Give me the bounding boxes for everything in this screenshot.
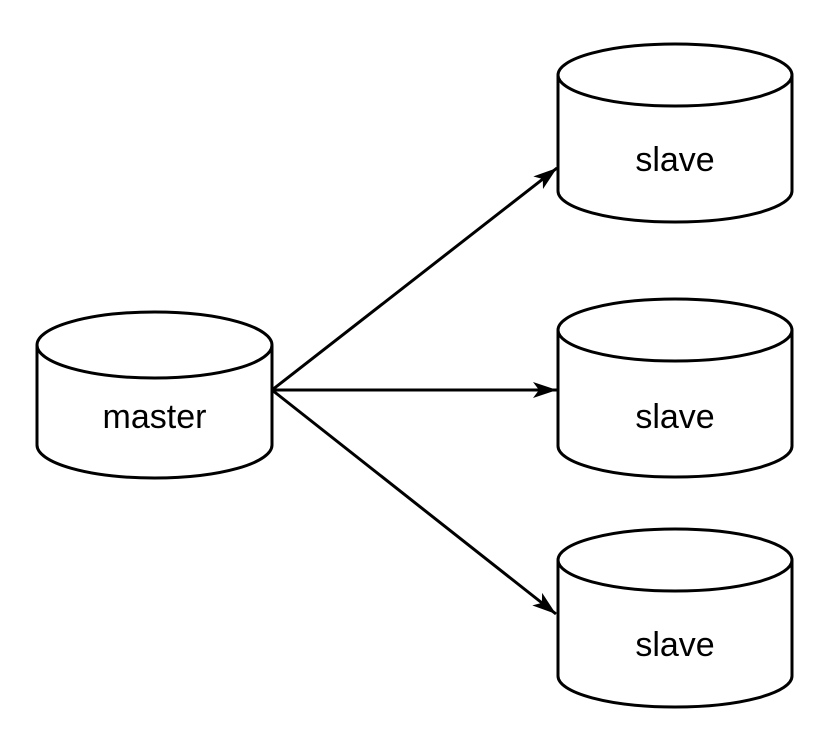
database-cylinder-icon — [556, 330, 794, 479]
edge-master-to-slave-1 — [271, 166, 558, 392]
database-cylinder-top-icon — [35, 310, 274, 380]
database-cylinder-icon — [35, 345, 274, 480]
database-cylinder-top-icon — [556, 42, 794, 108]
slave-2-label: slave — [635, 398, 714, 436]
edge-master-to-slave-3 — [271, 388, 557, 616]
node-master: master — [35, 310, 274, 480]
slave-1-label: slave — [635, 141, 714, 179]
node-slave-3: slave — [556, 527, 794, 709]
master-label: master — [103, 398, 207, 436]
database-cylinder-icon — [556, 560, 794, 709]
node-slave-1: slave — [556, 42, 794, 224]
database-cylinder-top-icon — [556, 297, 794, 363]
slave-3-label: slave — [635, 626, 714, 664]
database-cylinder-icon — [556, 75, 794, 224]
database-cylinder-top-icon — [556, 527, 794, 593]
node-slave-2: slave — [556, 297, 794, 479]
